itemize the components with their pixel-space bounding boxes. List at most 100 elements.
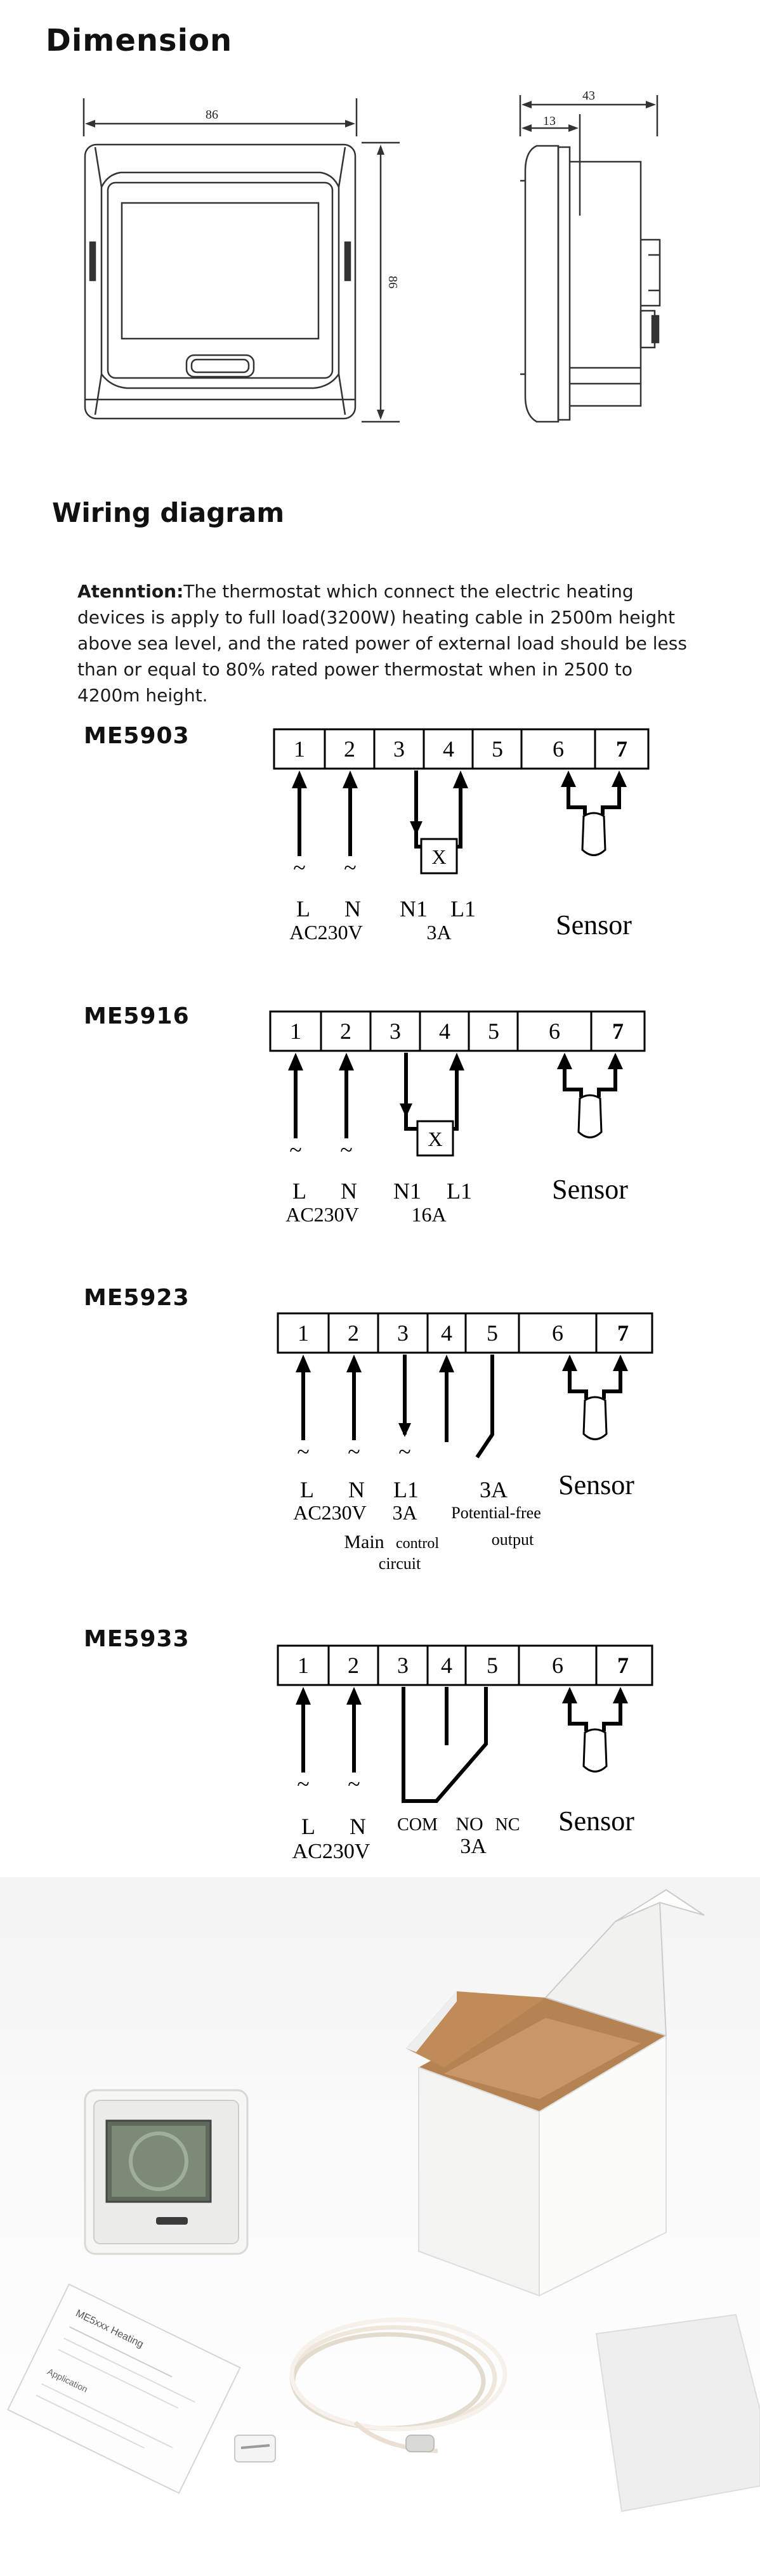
terminal-2: 2: [348, 1653, 359, 1678]
packaging-box: [406, 1889, 705, 2297]
terminal-5: 5: [487, 1653, 498, 1678]
terminal-7: 7: [617, 1320, 629, 1346]
label-ac230v: AC230V: [292, 1840, 370, 1863]
label-output: output: [492, 1530, 534, 1549]
wiring-diagram-me5923: 1 2 3 4 5 6 7 ~ ~ ~ L N AC230V L1 3A 3A …: [277, 1312, 653, 1573]
wave-symbol: ~: [398, 1439, 410, 1464]
wave-symbol: ~: [348, 1439, 360, 1464]
product-photo-illustration: ME5xxx Heating Application: [7, 1889, 760, 2513]
terminal-2: 2: [348, 1320, 359, 1346]
label-n1: N1: [400, 896, 428, 921]
terminal-1: 1: [294, 736, 305, 762]
front-height-label: 86: [386, 276, 400, 289]
relay-x-label: X: [431, 845, 446, 868]
label-potential-free: Potential-free: [451, 1504, 541, 1522]
label-sensor: Sensor: [558, 1805, 634, 1837]
terminal-3: 3: [397, 1653, 409, 1678]
sensor-cable: [289, 2317, 508, 2454]
side-total-label: 43: [582, 89, 595, 103]
model-label-me5923: ME5923: [84, 1285, 190, 1311]
wiring-diagram-me5916: 1 2 3 4 5 6 7 ~ ~ X L N AC230V N1 L1 16A…: [269, 1010, 646, 1226]
product-photo: ME5xxx Heating Application: [0, 1877, 760, 2576]
attention-text: The thermostat which connect the electri…: [77, 581, 687, 706]
label-nc: NC: [495, 1815, 520, 1835]
terminal-2: 2: [340, 1018, 351, 1044]
sensor-probe: [405, 2435, 435, 2452]
label-sensor: Sensor: [552, 1174, 628, 1205]
thermostat-unit: [84, 2089, 249, 2255]
label-l: L: [301, 1814, 315, 1839]
screws-bag: [234, 2435, 276, 2462]
label-n: N: [348, 1477, 365, 1502]
terminal-1: 1: [298, 1320, 309, 1346]
label-l1: L1: [393, 1477, 419, 1502]
wave-symbol: ~: [344, 855, 356, 880]
label-sensor: Sensor: [556, 909, 632, 940]
wiring-title: Wiring diagram: [52, 497, 285, 528]
model-label-me5903: ME5903: [84, 723, 190, 749]
label-no: NO: [455, 1814, 483, 1835]
label-ac230v: AC230V: [289, 921, 363, 944]
model-label-me5933: ME5933: [84, 1626, 190, 1652]
terminal-6: 6: [553, 736, 564, 762]
side-depth-label: 13: [543, 114, 556, 128]
label-amp: 16A: [411, 1203, 446, 1226]
wave-symbol: ~: [293, 855, 305, 880]
terminal-4: 4: [443, 736, 454, 762]
wiring-diagram-me5933: 1 2 3 4 5 6 7 ~ ~ L N AC230V COM NO NC 3…: [277, 1644, 653, 1863]
terminal-4: 4: [439, 1018, 450, 1044]
label-control: control: [396, 1535, 439, 1552]
wave-symbol: ~: [348, 1771, 360, 1797]
terminal-1: 1: [298, 1653, 309, 1678]
label-ac230v: AC230V: [285, 1203, 359, 1226]
model-label-me5916: ME5916: [84, 1003, 190, 1029]
label-l1: L1: [447, 1178, 472, 1204]
label-l: L: [300, 1477, 314, 1502]
attention-note: Atenntion:The thermostat which connect t…: [77, 578, 699, 708]
wave-symbol: ~: [340, 1137, 352, 1162]
terminal-6: 6: [549, 1018, 560, 1044]
terminal-1: 1: [290, 1018, 301, 1044]
label-ac230v: AC230V: [293, 1501, 367, 1524]
terminal-5: 5: [487, 1320, 498, 1346]
label-l1: L1: [450, 896, 476, 921]
front-width-label: 86: [206, 108, 218, 122]
label-amp: 3A: [426, 921, 451, 944]
label-com: COM: [397, 1815, 438, 1835]
terminal-7: 7: [612, 1018, 624, 1044]
attention-label: Atenntion:: [77, 581, 184, 602]
instruction-manual: ME5xxx Heating Application: [7, 2283, 241, 2494]
wave-symbol: ~: [297, 1439, 309, 1464]
label-n: N: [344, 896, 361, 921]
terminal-4: 4: [441, 1653, 452, 1678]
label-n: N: [341, 1178, 357, 1204]
label-n: N: [350, 1814, 366, 1839]
terminal-7: 7: [617, 1653, 629, 1678]
terminal-3: 3: [390, 1018, 401, 1044]
label-amp-free: 3A: [480, 1477, 508, 1502]
label-sensor: Sensor: [558, 1469, 634, 1500]
wave-symbol: ~: [297, 1771, 309, 1797]
plastic-bag: [595, 2313, 760, 2513]
terminal-5: 5: [488, 1018, 499, 1044]
terminal-4: 4: [441, 1320, 452, 1346]
label-circuit: circuit: [379, 1554, 421, 1573]
label-amp: 3A: [460, 1835, 487, 1858]
terminal-6: 6: [552, 1653, 563, 1678]
terminal-7: 7: [616, 736, 627, 762]
wave-symbol: ~: [289, 1137, 301, 1162]
terminal-5: 5: [492, 736, 503, 762]
dimension-drawing: 86 86 43 13: [82, 89, 661, 423]
label-n1: N1: [393, 1178, 421, 1204]
terminal-3: 3: [397, 1320, 409, 1346]
terminal-6: 6: [552, 1320, 563, 1346]
relay-x-label: X: [428, 1128, 442, 1150]
dimension-title: Dimension: [46, 23, 233, 58]
label-l: L: [292, 1178, 306, 1204]
terminal-2: 2: [344, 736, 355, 762]
label-main: Main: [344, 1532, 384, 1552]
label-amp-main: 3A: [392, 1501, 417, 1524]
label-l: L: [296, 896, 310, 921]
terminal-3: 3: [393, 736, 405, 762]
wiring-diagram-me5903: 1 2 3 4 5 6 7 ~ ~ X L N AC230V N1 L1 3A …: [273, 728, 650, 944]
